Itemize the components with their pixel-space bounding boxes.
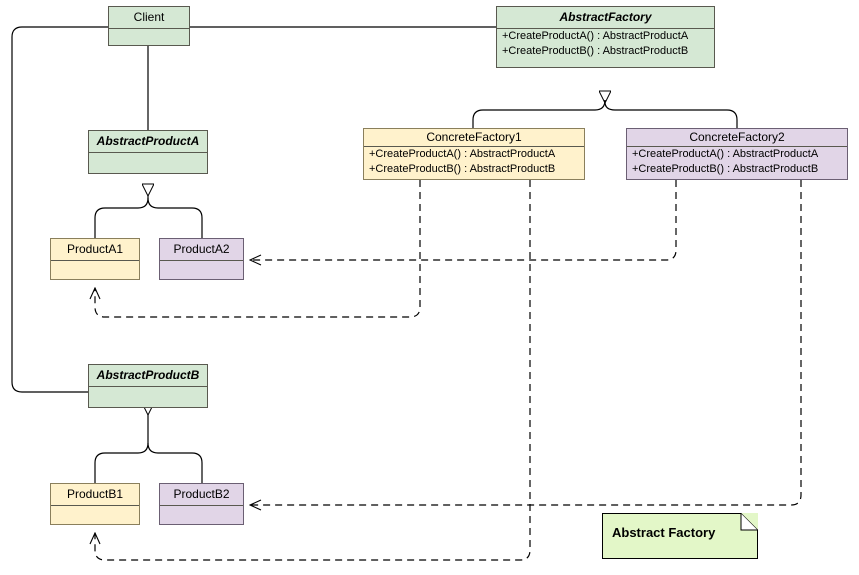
note-abstract-factory[interactable]: Abstract Factory xyxy=(602,513,758,559)
class-title-client: Client xyxy=(133,10,165,24)
class-title-product-a1: ProductA1 xyxy=(66,242,124,256)
gen-fork-productb2 xyxy=(147,442,203,483)
class-box-product-b2[interactable]: ProductB2 xyxy=(159,483,244,525)
class-members-product-a1 xyxy=(51,260,139,282)
class-title-abstract-factory: AbstractFactory xyxy=(559,10,652,24)
class-title-abstract-product-b: AbstractProductB xyxy=(96,368,200,382)
class-members-product-b1 xyxy=(51,505,139,527)
class-box-product-b1[interactable]: ProductB1 xyxy=(50,483,140,525)
class-title-concrete-factory-1: ConcreteFactory1 xyxy=(426,130,522,144)
class-title-product-b1: ProductB1 xyxy=(66,487,124,501)
gen-fork-concretefactory2 xyxy=(604,101,738,128)
class-title-abstract-product-a: AbstractProductA xyxy=(96,134,200,148)
class-title-product-b2: ProductB2 xyxy=(173,487,230,501)
gen-fork-productb1 xyxy=(94,442,149,483)
class-member: +CreateProductA() : AbstractProductA xyxy=(632,148,819,160)
dep-concretefactory2-productb2 xyxy=(250,180,802,505)
class-box-product-a1[interactable]: ProductA1 xyxy=(50,238,140,280)
class-member: +CreateProductB() : AbstractProductB xyxy=(632,163,819,175)
class-box-concrete-factory-2[interactable]: ConcreteFactory2 +CreateProductA() : Abs… xyxy=(626,128,848,180)
dep-concretefactory1-productb1 xyxy=(95,180,531,561)
class-title-product-a2: ProductA2 xyxy=(173,242,230,256)
class-members-abstract-product-b xyxy=(89,386,207,408)
dep-concretefactory2-producta2 xyxy=(250,180,677,260)
assoc-client-abstractproductb xyxy=(11,26,108,393)
gen-fork-concretefactory1 xyxy=(472,99,606,128)
class-member: +CreateProductA() : AbstractProductA xyxy=(502,30,689,42)
class-members-concrete-factory-2: +CreateProductA() : AbstractProductA +Cr… xyxy=(627,146,847,177)
class-box-client[interactable]: Client xyxy=(108,6,190,46)
class-box-concrete-factory-1[interactable]: ConcreteFactory1 +CreateProductA() : Abs… xyxy=(363,128,585,180)
note-shape xyxy=(602,513,758,559)
class-box-abstract-product-b[interactable]: AbstractProductB xyxy=(88,364,208,408)
class-box-product-a2[interactable]: ProductA2 xyxy=(159,238,244,280)
class-members-product-a2 xyxy=(160,260,243,282)
gen-fork-producta2 xyxy=(147,197,203,238)
class-members-abstract-product-a xyxy=(89,152,207,174)
dep-concretefactory1-producta1 xyxy=(95,180,421,318)
class-members-product-b2 xyxy=(160,505,243,527)
class-members-abstract-factory: +CreateProductA() : AbstractProductA +Cr… xyxy=(497,28,714,59)
class-members-concrete-factory-1: +CreateProductA() : AbstractProductA +Cr… xyxy=(364,146,584,177)
class-box-abstract-factory[interactable]: AbstractFactory +CreateProductA() : Abst… xyxy=(496,6,715,68)
class-members-client xyxy=(109,28,189,50)
class-box-abstract-product-a[interactable]: AbstractProductA xyxy=(88,130,208,174)
class-member: +CreateProductB() : AbstractProductB xyxy=(502,45,689,57)
class-member: +CreateProductB() : AbstractProductB xyxy=(369,163,556,175)
class-member: +CreateProductA() : AbstractProductA xyxy=(369,148,556,160)
gen-fork-producta1 xyxy=(94,197,149,238)
class-title-concrete-factory-2: ConcreteFactory2 xyxy=(689,130,785,144)
note-label: Abstract Factory xyxy=(612,525,716,540)
